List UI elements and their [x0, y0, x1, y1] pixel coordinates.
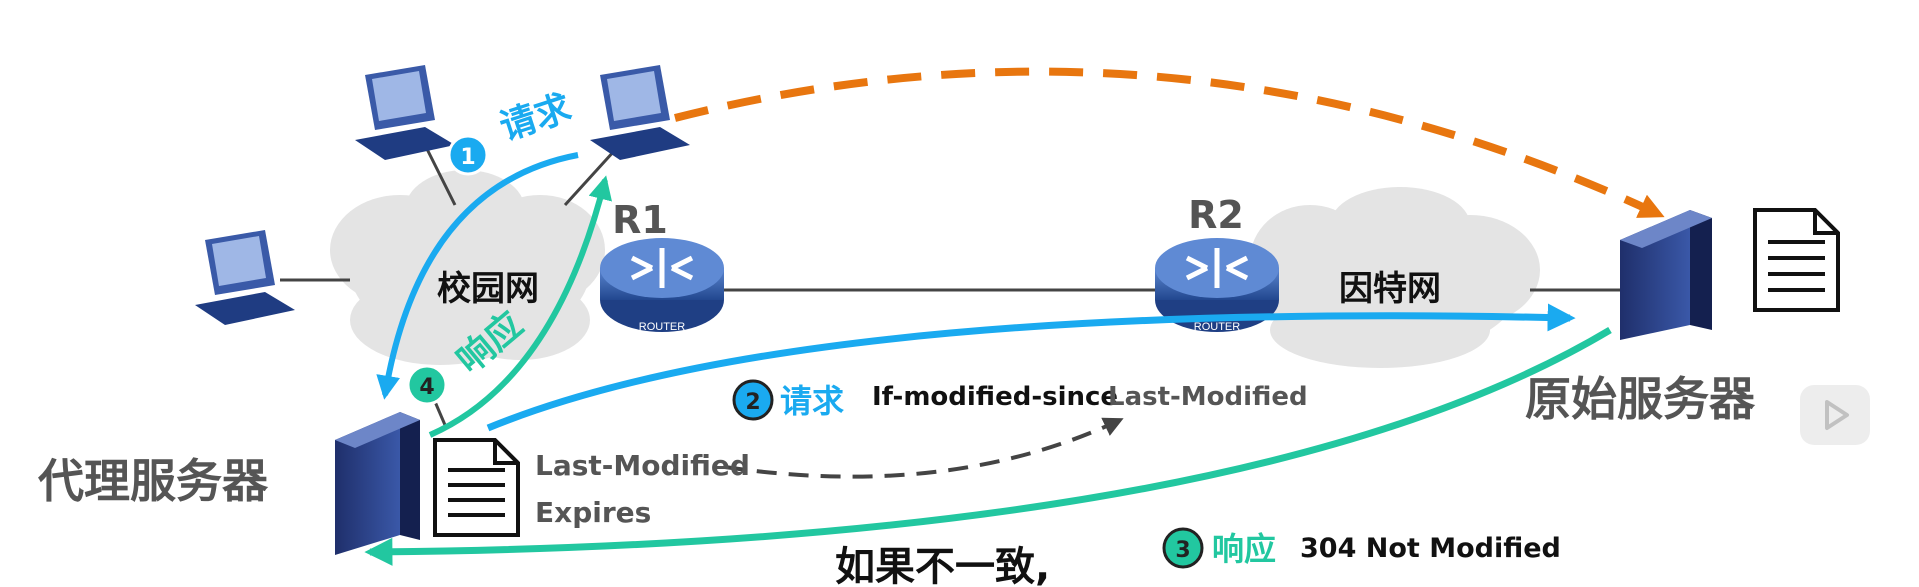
- arrow-step1-request: [376, 152, 579, 400]
- svg-text:4: 4: [419, 375, 434, 400]
- proxy-server-icon: [335, 412, 420, 555]
- arrow-step2-request: [486, 303, 1576, 432]
- proxy-server-label: 代理服务器: [37, 454, 269, 508]
- internet-label: 因特网: [1339, 269, 1441, 309]
- video-subtitle: 如果不一致,: [835, 544, 1050, 587]
- step2-label: 请求: [780, 382, 844, 420]
- router-r1-icon: [600, 238, 724, 332]
- step2-header-name: If-modified-since: [872, 382, 1118, 412]
- step2-badge: 2: [732, 379, 774, 421]
- svg-text:1: 1: [460, 145, 475, 170]
- host-computer-top-middle: [590, 65, 690, 160]
- origin-server-icon: [1620, 210, 1712, 340]
- step1-badge: 1: [447, 134, 489, 176]
- proxy-cached-document-icon: [433, 438, 520, 537]
- arrow-dashed-compare: [724, 417, 1124, 479]
- step3-status: 304 Not Modified: [1300, 533, 1561, 564]
- arrow-step3-response: [364, 326, 1612, 566]
- network-links: [280, 134, 1630, 426]
- internet-cloud: [1250, 187, 1540, 368]
- router-r1-caption: ROUTER: [639, 321, 686, 333]
- cached-field-last-modified: Last-Modified: [535, 449, 750, 482]
- arrow-step4-response: [428, 175, 612, 438]
- router-r2-label: R2: [1188, 193, 1244, 237]
- step1-label: 请求: [495, 87, 576, 148]
- cached-field-expires: Expires: [535, 496, 651, 529]
- svg-text:2: 2: [745, 390, 760, 415]
- step3-badge: 3: [1162, 527, 1204, 569]
- campus-network-label: 校园网: [437, 269, 539, 309]
- step4-badge: 4: [406, 364, 448, 406]
- origin-server-label: 原始服务器: [1525, 372, 1756, 426]
- step2-header-value: Last-Modified: [1108, 382, 1308, 412]
- host-computer-left: [195, 230, 295, 325]
- host-computer-top-left: [355, 65, 455, 160]
- router-r2-caption: ROUTER: [1194, 321, 1241, 333]
- step3-label: 响应: [1212, 530, 1276, 568]
- origin-document-icon: [1753, 208, 1840, 312]
- play-icon: [1825, 400, 1849, 430]
- play-button[interactable]: [1800, 385, 1870, 445]
- arrow-orange-direct-request: [674, 67, 1665, 219]
- router-r1-label: R1: [612, 198, 668, 242]
- svg-text:3: 3: [1175, 538, 1190, 563]
